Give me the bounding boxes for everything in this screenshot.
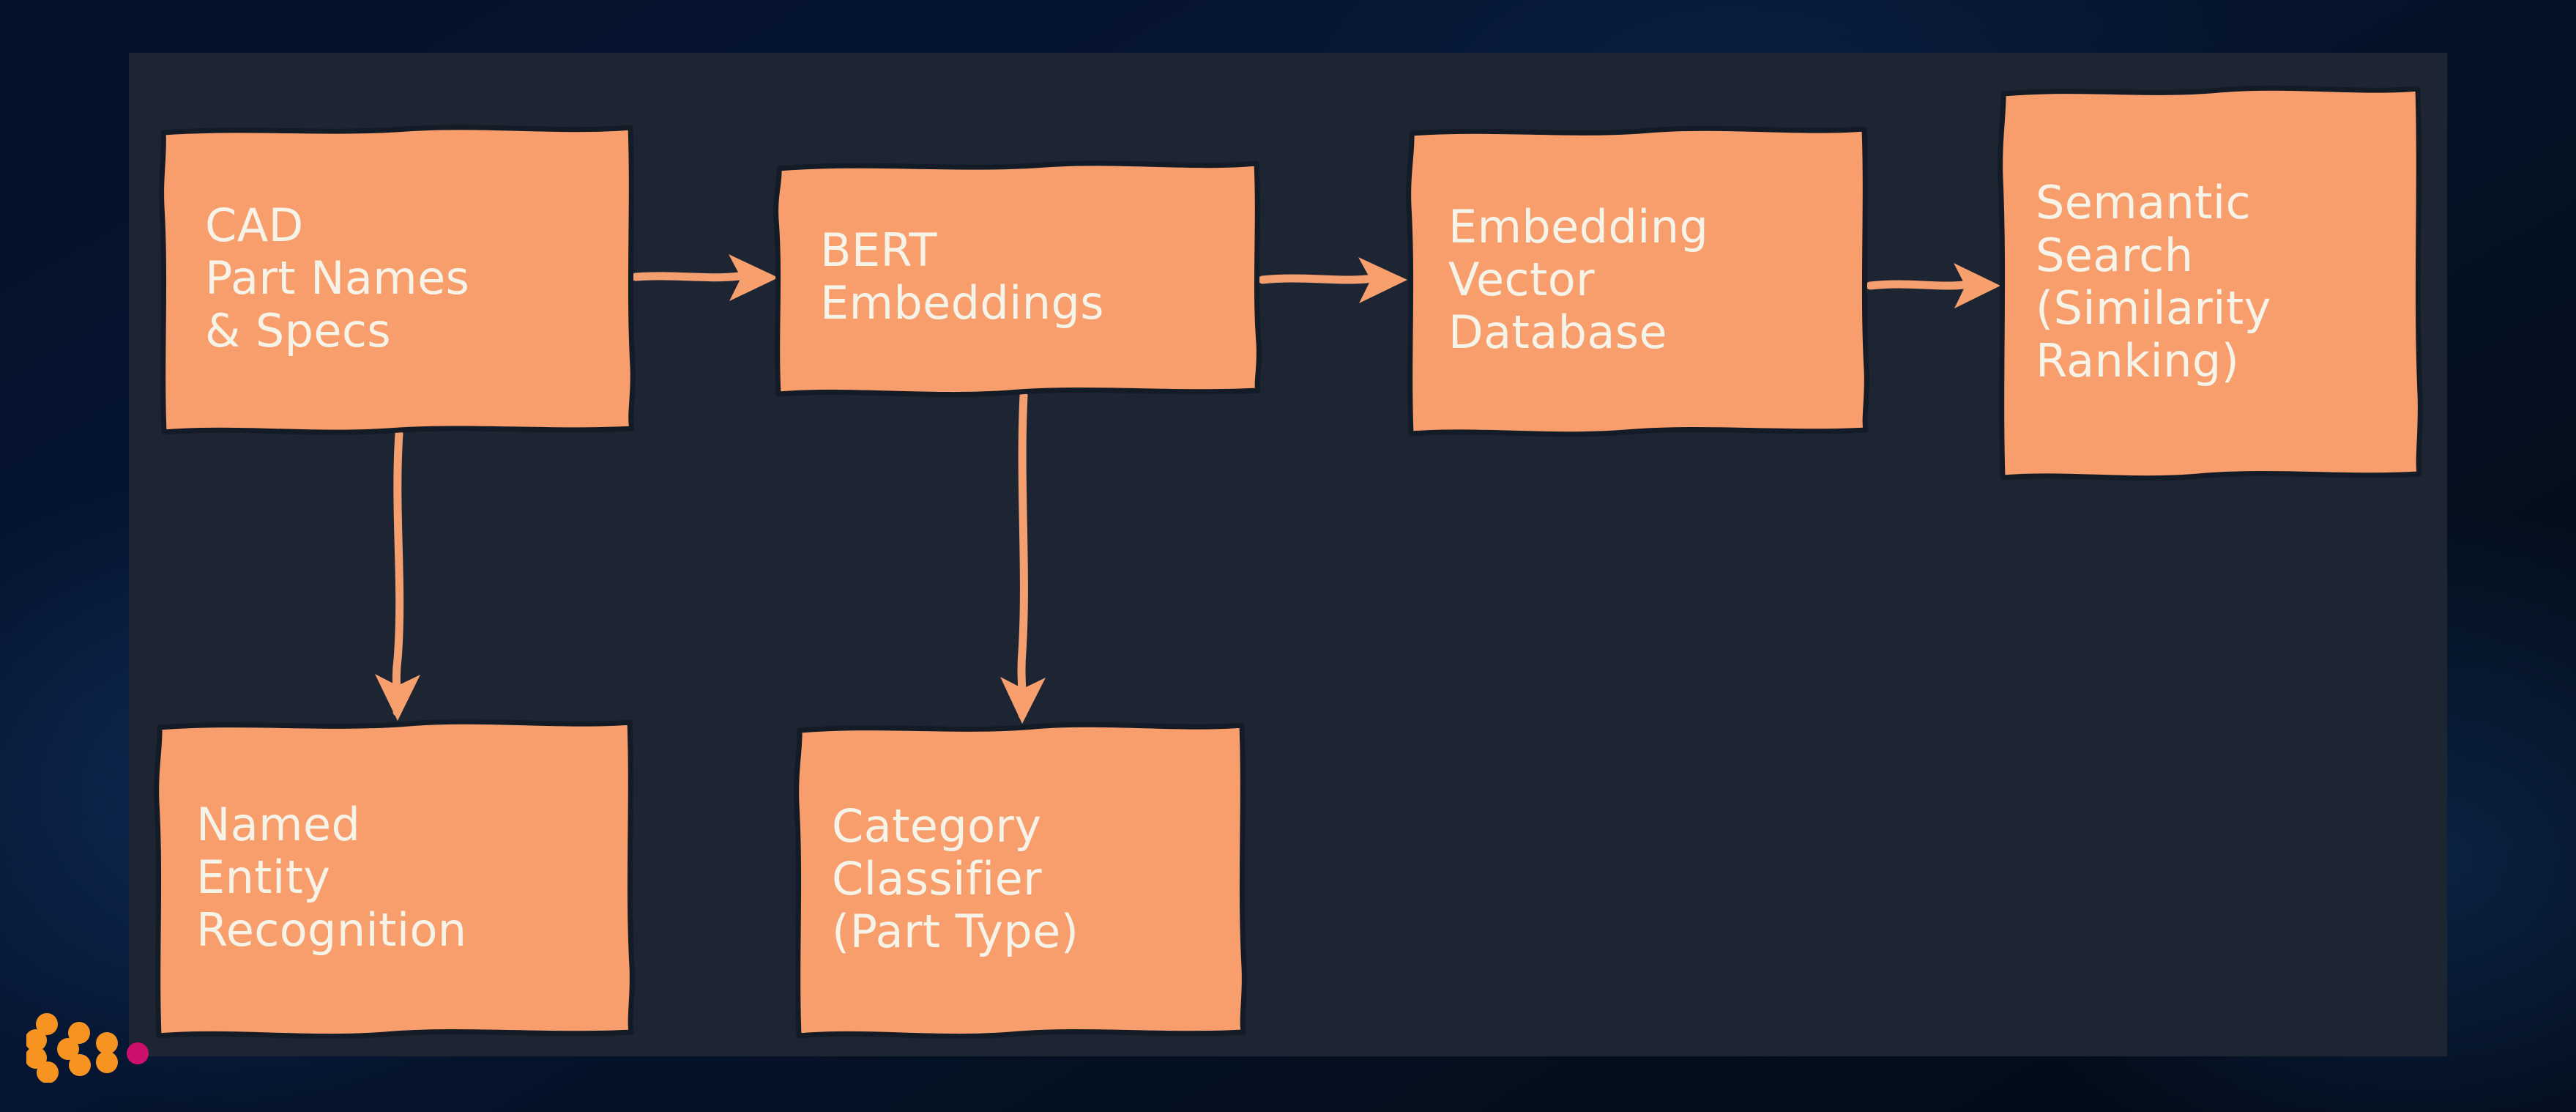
node-line: Named — [196, 798, 361, 852]
node-line: CAD — [205, 199, 304, 253]
node-line: Database — [1448, 305, 1668, 359]
node-label: Embedding Vector Database — [1407, 126, 1869, 434]
node-line: Embedding — [1448, 200, 1709, 254]
node-label: BERT Embeddings — [775, 160, 1261, 394]
node-line: (Similarity — [2036, 281, 2271, 335]
node-line: & Specs — [205, 303, 392, 357]
node-label: Semantic Search (Similarity Ranking) — [1999, 86, 2422, 478]
node-line: BERT — [820, 223, 937, 278]
node-named-entity-recognition[interactable]: Named Entity Recognition — [154, 719, 635, 1039]
node-line: Vector — [1448, 253, 1595, 307]
node-line: Part Names — [205, 251, 470, 305]
node-line: Search — [2036, 229, 2194, 283]
node-category-classifier-part-type[interactable]: Category Classifier (Part Type) — [794, 722, 1247, 1039]
node-bert-embeddings[interactable]: BERT Embeddings — [773, 160, 1262, 398]
node-label: Category Classifier (Part Type) — [795, 722, 1246, 1036]
node-label: CAD Part Names & Specs — [160, 125, 634, 432]
node-line: Entity — [196, 850, 331, 905]
node-line: Ranking) — [2036, 333, 2240, 388]
logo-accent-dot-icon — [127, 1042, 149, 1064]
node-cad-part-names-specs[interactable]: CAD Part Names & Specs — [159, 125, 636, 435]
dot-cluster-logo-icon — [26, 1013, 149, 1083]
node-embedding-vector-database[interactable]: Embedding Vector Database — [1406, 125, 1869, 437]
node-line: Embeddings — [820, 276, 1104, 330]
node-line: Recognition — [196, 902, 467, 957]
node-label: Named Entity Recognition — [155, 719, 634, 1036]
node-semantic-search-similarity-ranking[interactable]: Semantic Search (Similarity Ranking) — [1998, 85, 2423, 481]
node-line: Classifier — [832, 852, 1043, 906]
node-line: Category — [832, 799, 1042, 853]
node-line: Semantic — [2036, 176, 2252, 230]
node-line: (Part Type) — [832, 904, 1079, 958]
